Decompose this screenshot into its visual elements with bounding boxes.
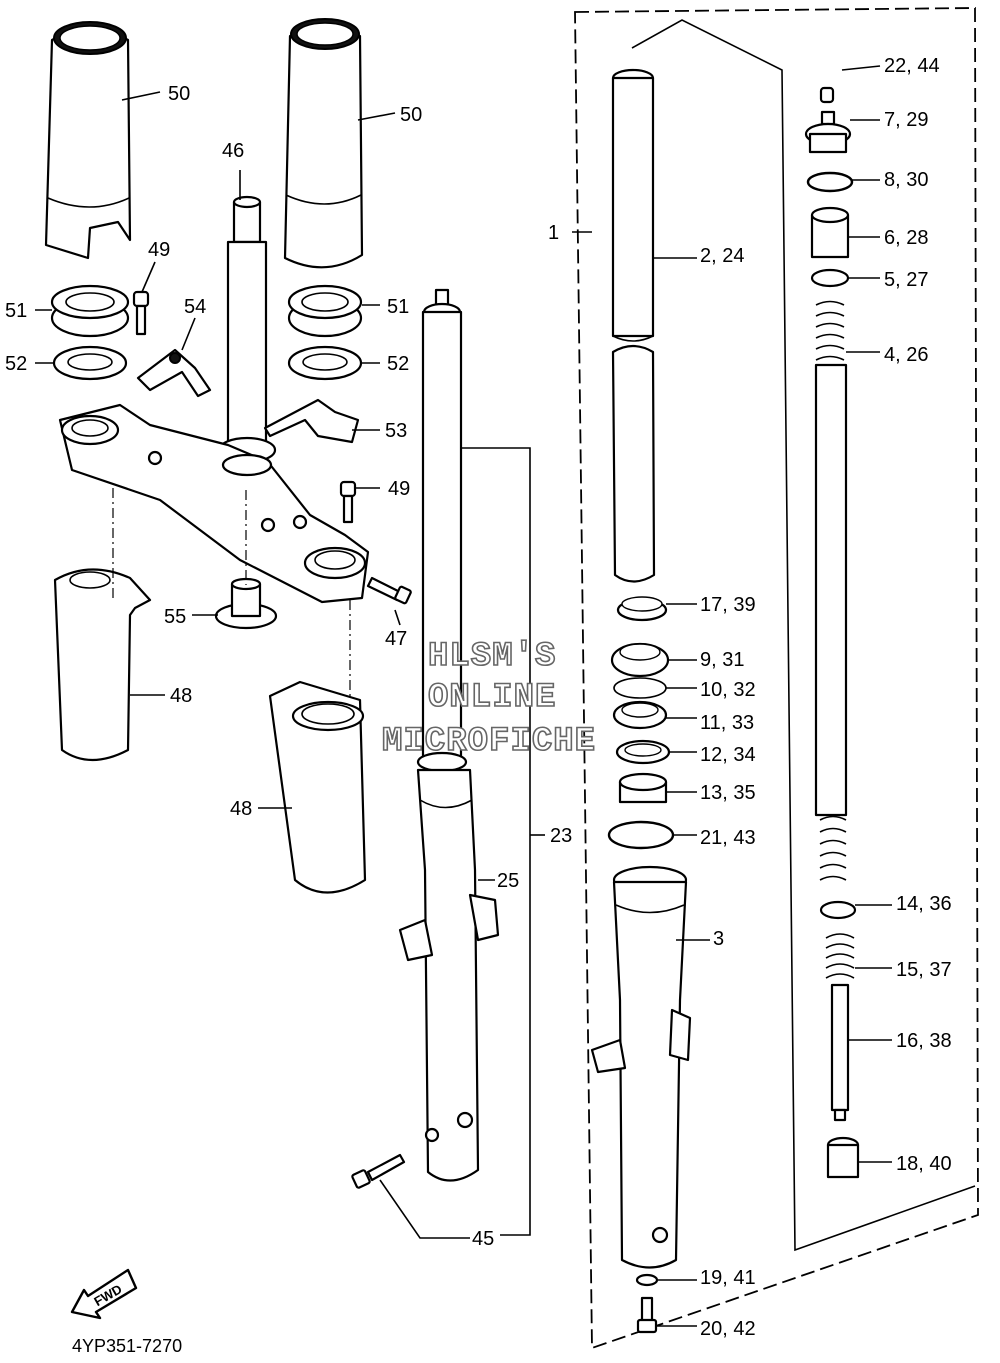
watermark-line-3: MICROFICHE [382,723,596,761]
slide-bushing-17-39 [616,596,668,622]
callout-1: 1 [548,222,559,244]
callout-52-right: 52 [387,353,409,375]
inner-tube [611,68,656,583]
callout-13-35: 13, 35 [700,782,756,804]
cap-bolt-7-29 [804,110,852,154]
callout-19-41: 19, 41 [700,1267,756,1289]
o-ring-21-43 [607,820,675,850]
axle-pinch-bolt-45 [351,1153,406,1189]
callout-9-31: 9, 31 [700,649,744,671]
cable-guide-53 [263,398,360,444]
oil-seal-right [287,284,363,338]
callout-53: 53 [385,420,407,442]
piston-ring-14-36 [819,900,857,920]
callout-48-right: 48 [230,798,252,820]
dust-seal-9-31 [610,642,670,678]
callout-48-left: 48 [170,685,192,707]
steering-stem [217,195,277,464]
callout-22-44: 22, 44 [884,55,940,77]
callout-14-36: 14, 36 [896,893,952,915]
callout-47: 47 [385,628,407,650]
washer-left [52,345,128,381]
washer-5-27 [810,268,850,288]
bolt-49-upper [132,290,150,336]
assembly-boundary [574,7,979,1350]
callout-21-43: 21, 43 [700,827,756,849]
o-ring-8-30 [806,171,854,193]
fork-cover-upper-right [283,18,364,269]
callout-8-30: 8, 30 [884,169,928,191]
callout-51-right: 51 [387,296,409,318]
callout-16-38: 16, 38 [896,1030,952,1052]
callout-4-26: 4, 26 [884,344,928,366]
fwd-arrow: FWD [70,1268,138,1320]
callout-54: 54 [184,296,206,318]
callout-18-40: 18, 40 [896,1153,952,1175]
callout-labels: 50 50 46 49 54 51 52 51 52 53 49 47 55 4… [5,55,952,1340]
callout-25: 25 [497,870,519,892]
callout-23: 23 [550,825,572,847]
bolt-20-42 [636,1296,658,1334]
cap-bolt-plug-22-44 [819,86,835,104]
under-bracket [58,403,370,604]
washer-12-34 [615,739,671,765]
watermark-line-1: HLSM'S [428,638,556,676]
oil-seal-11-33 [612,700,668,730]
oil-lock-piece-18-40 [826,1136,860,1179]
callout-46: 46 [222,140,244,162]
callout-55: 55 [164,606,186,628]
fork-cover-lower-left [53,568,152,761]
callout-20-42: 20, 42 [700,1318,756,1340]
cable-guide-54 [136,348,212,398]
inner-bracket [631,19,976,1252]
callout-11-33: 11, 33 [700,712,754,734]
callout-12-34: 12, 34 [700,744,756,766]
slide-bushing-13-35 [618,772,668,804]
callout-49-middle: 49 [388,478,410,500]
washer-19-41 [635,1273,659,1287]
callout-10-32: 10, 32 [700,679,756,701]
callout-5-27: 5, 27 [884,269,928,291]
callout-3: 3 [713,928,724,950]
callout-52-left: 52 [5,353,27,375]
callout-2-24: 2, 24 [700,245,744,267]
fork-spring-4-26 [814,300,848,881]
washer-right [287,345,363,381]
bolt-49-middle [339,480,357,524]
callout-51-left: 51 [5,300,27,322]
rebound-spring-15-37 [825,933,855,979]
callout-45: 45 [472,1228,494,1250]
drawing-number: 4YP351-7270 [72,1336,182,1356]
callout-7-29: 7, 29 [884,109,928,131]
fork-cover-upper-left [44,21,132,260]
callout-50-right: 50 [400,104,422,126]
outer-tube [590,865,692,1269]
callout-6-28: 6, 28 [884,227,928,249]
steering-nut-55 [214,577,278,630]
spacer-6-28 [810,206,850,259]
leader-lines [35,65,892,1327]
callout-50-left: 50 [168,83,190,105]
watermark-line-2: ONLINE [428,679,556,717]
front-fork-assembly [398,288,500,1182]
fork-cover-lower-right [268,680,367,894]
callout-17-39: 17, 39 [700,594,756,616]
callout-15-37: 15, 37 [896,959,952,981]
callout-49-upper: 49 [148,239,170,261]
clip-10-32 [613,677,667,699]
pinch-bolt-47 [366,576,412,605]
damper-rod-16-38 [830,983,850,1122]
oil-seal-left [50,284,130,338]
